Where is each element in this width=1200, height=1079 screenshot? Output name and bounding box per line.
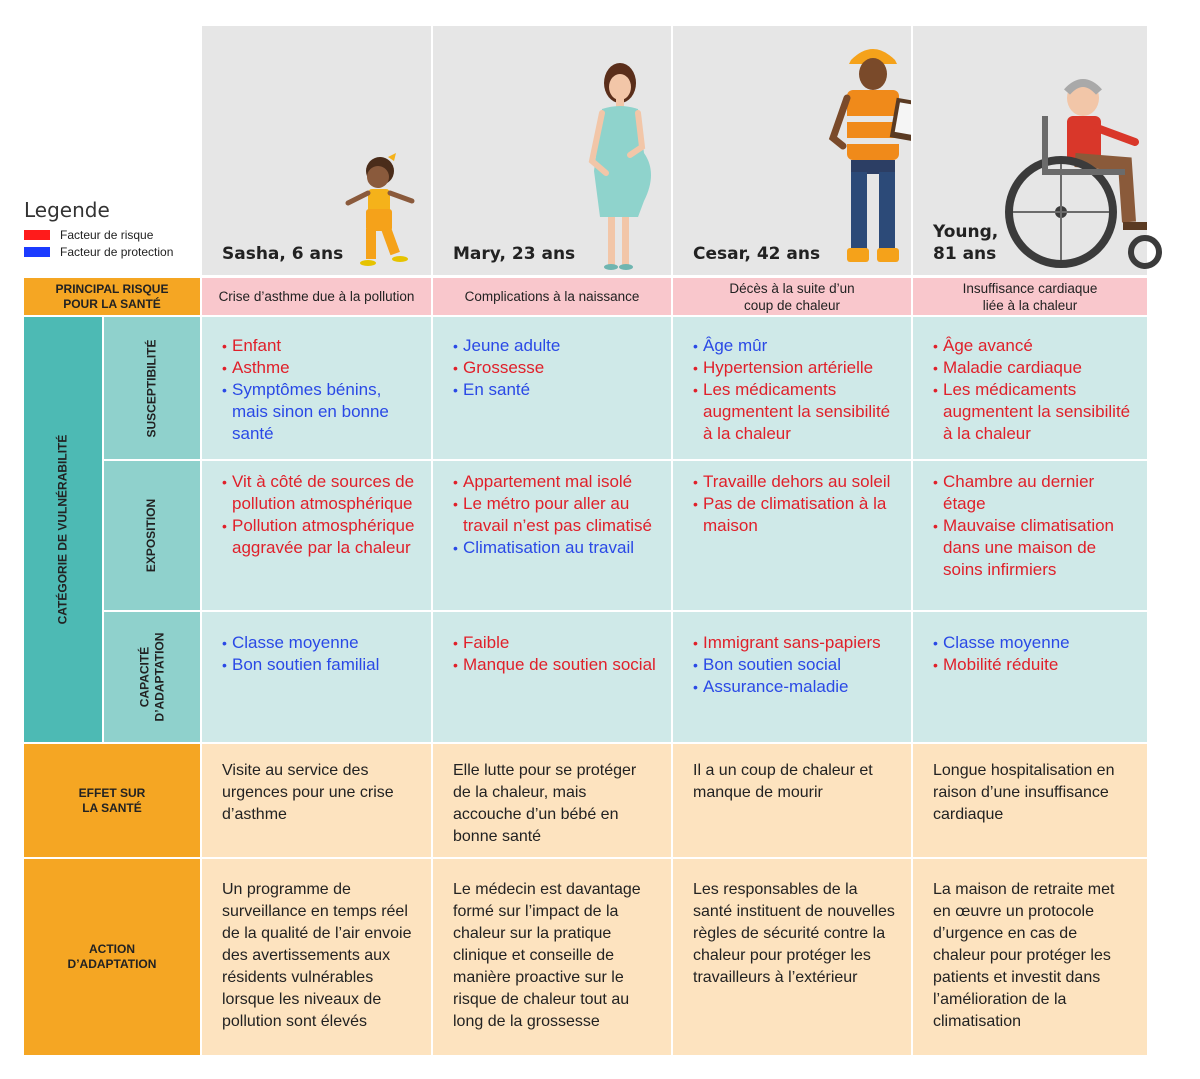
legend-item-protection: Facteur de protection	[24, 245, 204, 259]
factor-list: FaibleManque de soutien social	[453, 632, 661, 676]
risk-factor-item: Maladie cardiaque	[933, 357, 1137, 379]
legend-title: Legende	[24, 198, 110, 222]
risk-factor-item: Les médicaments augmentent la sensibilit…	[933, 379, 1137, 445]
person-header-cesar: Cesar, 42 ans	[673, 26, 911, 275]
risk-factor-item: Asthme	[222, 357, 421, 379]
protection-factor-item: Climatisation au travail	[453, 537, 661, 559]
risk-factor-item: Mauvaise climatisation dans une maison d…	[933, 515, 1137, 581]
person-header-mary: Mary, 23 ans	[433, 26, 671, 275]
person-name-mary: Mary, 23 ans	[453, 244, 576, 264]
worker-illustration-icon	[828, 49, 911, 262]
protection-factor-item: En santé	[453, 379, 661, 401]
effect-cell-mary: Elle lutte pour se protéger de la chaleu…	[433, 744, 671, 857]
exposure-cell-sasha: Vit à côté de sources de pollution atmos…	[202, 461, 431, 610]
action-row-label: ACTION D’ADAPTATION	[24, 859, 200, 1055]
factor-list: EnfantAsthmeSymptômes bénins, mais sinon…	[222, 335, 421, 445]
legend-label-risk: Facteur de risque	[60, 228, 154, 242]
factor-list: Appartement mal isoléLe métro pour aller…	[453, 471, 661, 559]
factor-list: Âge mûrHypertension artérielleLes médica…	[693, 335, 901, 445]
risk-factor-item: Grossesse	[453, 357, 661, 379]
factor-list: Immigrant sans-papiersBon soutien social…	[693, 632, 901, 698]
action-cell-young: La maison de retraite met en œuvre un pr…	[913, 859, 1147, 1055]
person-header-sasha: Sasha, 6 ans	[202, 26, 431, 275]
risk-factor-item: Faible	[453, 632, 661, 654]
legend-label-protection: Facteur de protection	[60, 245, 174, 259]
action-cell-cesar: Les responsables de la santé instituent …	[673, 859, 911, 1055]
elderly-wheelchair-illustration-icon	[1005, 79, 1162, 269]
effect-cell-young: Longue hospitalisation en raison d’une i…	[913, 744, 1147, 857]
exposure-label-cell: EXPOSITION	[104, 461, 200, 610]
factor-list: Âge avancéMaladie cardiaqueLes médicamen…	[933, 335, 1137, 445]
adaptive-cell-sasha: Classe moyenneBon soutien familial	[202, 612, 431, 742]
vulnerability-label: CATÉGORIE DE VULNÉRABILITÉ	[55, 434, 70, 625]
person-name-cesar: Cesar, 42 ans	[693, 244, 821, 264]
legend-swatch-risk	[24, 230, 50, 240]
factor-list: Vit à côté de sources de pollution atmos…	[222, 471, 421, 559]
protection-factor-item: Bon soutien social	[693, 654, 901, 676]
person-name-young: Young, 81 ans	[933, 222, 999, 264]
protection-factor-item: Symptômes bénins, mais sinon en bonne sa…	[222, 379, 421, 445]
child-illustration-icon	[345, 153, 415, 266]
legend-swatch-protection	[24, 247, 50, 257]
risk-factor-item: Les médicaments augmentent la sensibilit…	[693, 379, 901, 445]
factor-list: Classe moyenneMobilité réduite	[933, 632, 1137, 676]
susceptibility-label: SUSCEPTIBILITÉ	[144, 338, 159, 438]
protection-factor-item: Assurance-maladie	[693, 676, 901, 698]
risk-factor-item: Appartement mal isolé	[453, 471, 661, 493]
adaptive-cell-young: Classe moyenneMobilité réduite	[913, 612, 1147, 742]
adaptive-capacity-label: CAPACITÉ D’ADAPTATION	[136, 632, 166, 722]
pregnant-woman-illustration-icon	[588, 63, 651, 270]
adaptive-cell-mary: FaibleManque de soutien social	[433, 612, 671, 742]
action-cell-sasha: Un programme de surveillance en temps ré…	[202, 859, 431, 1055]
risk-factor-item: Manque de soutien social	[453, 654, 661, 676]
susceptibility-cell-cesar: Âge mûrHypertension artérielleLes médica…	[673, 317, 911, 459]
protection-factor-item: Âge mûr	[693, 335, 901, 357]
risk-factor-item: Pas de climatisation à la maison	[693, 493, 901, 537]
risk-factor-item: Le métro pour aller au travail n’est pas…	[453, 493, 661, 537]
risk-cell-young: Insuffisance cardiaque liée à la chaleur	[913, 278, 1147, 315]
risk-factor-item: Pollution atmosphérique aggravée par la …	[222, 515, 421, 559]
effect-cell-cesar: Il a un coup de chaleur et manque de mou…	[673, 744, 911, 857]
susceptibility-cell-mary: Jeune adulteGrossesseEn santé	[433, 317, 671, 459]
factor-list: Chambre au dernier étageMauvaise climati…	[933, 471, 1137, 581]
factor-list: Classe moyenneBon soutien familial	[222, 632, 421, 676]
risk-factor-item: Âge avancé	[933, 335, 1137, 357]
protection-factor-item: Jeune adulte	[453, 335, 661, 357]
protection-factor-item: Classe moyenne	[222, 632, 421, 654]
risk-factor-item: Immigrant sans-papiers	[693, 632, 901, 654]
risk-cell-mary: Complications à la naissance	[433, 278, 671, 315]
action-cell-mary: Le médecin est davantage formé sur l’imp…	[433, 859, 671, 1055]
susceptibility-cell-sasha: EnfantAsthmeSymptômes bénins, mais sinon…	[202, 317, 431, 459]
susceptibility-cell-young: Âge avancéMaladie cardiaqueLes médicamen…	[913, 317, 1147, 459]
legend-item-risk: Facteur de risque	[24, 228, 204, 242]
adaptive-cell-cesar: Immigrant sans-papiersBon soutien social…	[673, 612, 911, 742]
risk-cell-cesar: Décès à la suite d’un coup de chaleur	[673, 278, 911, 315]
exposure-cell-young: Chambre au dernier étageMauvaise climati…	[913, 461, 1147, 610]
vulnerability-band: CATÉGORIE DE VULNÉRABILITÉ	[24, 317, 102, 742]
risk-factor-item: Mobilité réduite	[933, 654, 1137, 676]
exposure-label: EXPOSITION	[144, 498, 159, 573]
legend: Legende Facteur de risque Facteur de pro…	[24, 198, 204, 262]
susceptibility-label-cell: SUSCEPTIBILITÉ	[104, 317, 200, 459]
factor-list: Travaille dehors au soleilPas de climati…	[693, 471, 901, 537]
person-name-sasha: Sasha, 6 ans	[222, 244, 344, 264]
risk-factor-item: Hypertension artérielle	[693, 357, 901, 379]
exposure-cell-mary: Appartement mal isoléLe métro pour aller…	[433, 461, 671, 610]
person-header-young: Young, 81 ans	[913, 26, 1162, 275]
effect-cell-sasha: Visite au service des urgences pour une …	[202, 744, 431, 857]
risk-factor-item: Travaille dehors au soleil	[693, 471, 901, 493]
factor-list: Jeune adulteGrossesseEn santé	[453, 335, 661, 401]
risk-factor-item: Vit à côté de sources de pollution atmos…	[222, 471, 421, 515]
protection-factor-item: Bon soutien familial	[222, 654, 421, 676]
risk-row-label: PRINCIPAL RISQUE POUR LA SANTÉ	[24, 278, 200, 315]
risk-factor-item: Enfant	[222, 335, 421, 357]
risk-factor-item: Chambre au dernier étage	[933, 471, 1137, 515]
risk-cell-sasha: Crise d’asthme due à la pollution	[202, 278, 431, 315]
adaptive-capacity-label-cell: CAPACITÉ D’ADAPTATION	[104, 612, 200, 742]
effect-row-label: EFFET SUR LA SANTÉ	[24, 744, 200, 857]
exposure-cell-cesar: Travaille dehors au soleilPas de climati…	[673, 461, 911, 610]
protection-factor-item: Classe moyenne	[933, 632, 1137, 654]
